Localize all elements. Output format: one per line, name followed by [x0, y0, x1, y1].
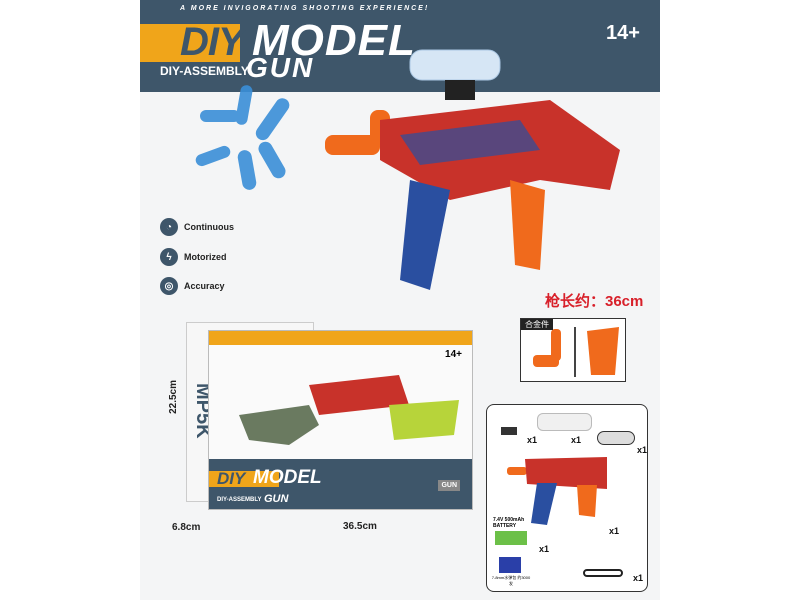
- feature-continuous: ◔ Continuous: [160, 218, 234, 236]
- title-model: MODEL: [252, 16, 416, 65]
- qty: x1: [539, 544, 550, 554]
- charger-part: [583, 569, 623, 577]
- gun-part: [507, 457, 607, 525]
- battery-part: [495, 531, 527, 545]
- feature-label: Continuous: [184, 222, 234, 232]
- age-rating: 14+: [606, 22, 640, 44]
- alloy-parts-label: 合金件: [521, 319, 553, 330]
- package-badge: GUN: [438, 480, 460, 491]
- package-width: 36.5cm: [343, 521, 377, 532]
- feature-motorized: ϟ Motorized: [160, 248, 227, 266]
- feature-accuracy: ◎ Accuracy: [160, 277, 225, 295]
- package-height: 22.5cm: [168, 380, 179, 414]
- magazine-part: [501, 427, 517, 435]
- target-icon: ◎: [160, 277, 178, 295]
- package-front: 14+ DIY MODEL DIY-ASSEMBLY GUN GUN: [208, 330, 473, 510]
- accent-stripe: [140, 24, 240, 62]
- gun-length: 枪长约：36cm: [545, 293, 644, 310]
- water-bead-splash-image: [195, 85, 290, 190]
- package-title-gun: GUN: [264, 493, 289, 505]
- package-age: 14+: [445, 349, 462, 360]
- package-contents-panel: x1 x1 x1 x1 7.4V 500mAh BATTERY x1 7-8mm…: [486, 404, 648, 592]
- alloy-parts-panel: 合金件: [520, 318, 626, 382]
- title-gun: GUN: [246, 52, 315, 83]
- scope-part: [537, 413, 592, 431]
- qty: x1: [633, 573, 644, 583]
- feature-label: Motorized: [184, 252, 227, 262]
- battery-label: 7.4V 500mAh BATTERY: [493, 517, 525, 529]
- package-subtitle: DIY-ASSEMBLY: [217, 497, 262, 503]
- package-guns-image: [239, 375, 459, 445]
- feature-label: Accuracy: [184, 281, 225, 291]
- title-diy: DIY: [180, 20, 245, 64]
- goggles-part: [597, 431, 635, 445]
- package-title-diy: DIY: [217, 469, 246, 488]
- alloy-parts-image: [533, 327, 619, 377]
- qty: x1: [609, 526, 620, 536]
- qty: x1: [637, 445, 648, 455]
- package-title-model: MODEL: [253, 467, 322, 488]
- lightning-icon: ϟ: [160, 248, 178, 266]
- slogan: A MORE INVIGORATING SHOOTING EXPERIENCE!: [180, 5, 430, 12]
- package-depth: 6.8cm: [172, 522, 201, 533]
- subtitle: DIY-ASSEMBLY: [160, 64, 249, 78]
- dial-icon: ◔: [160, 218, 178, 236]
- qty: x1: [571, 435, 582, 445]
- main-gun-image: [325, 49, 620, 290]
- qty: x1: [527, 435, 538, 445]
- water-beads-label: 7-8mm水弹包 约3000发: [491, 575, 531, 586]
- water-beads-part: [499, 557, 521, 573]
